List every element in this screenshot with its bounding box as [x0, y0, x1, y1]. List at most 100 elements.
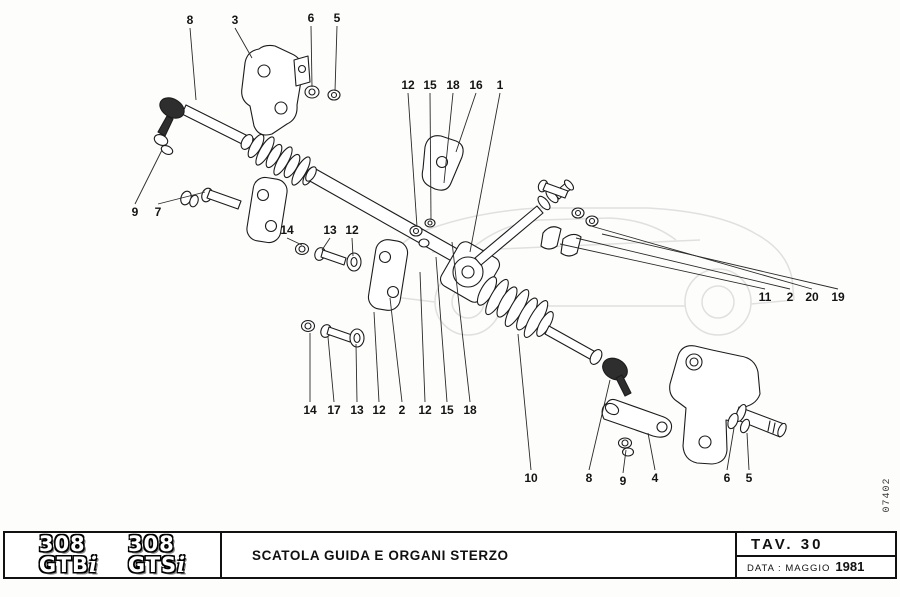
callout-13: 13 — [323, 223, 337, 237]
callout-16: 16 — [469, 78, 483, 92]
callout-leader-14 — [286, 237, 303, 246]
callout-17: 17 — [327, 403, 341, 417]
callout-leader-11 — [559, 243, 766, 290]
mount-bracket-center — [367, 239, 409, 311]
callout-18: 18 — [463, 403, 477, 417]
callout-leader-9 — [134, 149, 163, 205]
callout-leader-18 — [443, 92, 454, 184]
callout-leader-9 — [622, 449, 627, 474]
drawing-title-cell: SCATOLA GUIDA E ORGANI STERZO — [220, 531, 737, 579]
callout-8: 8 — [586, 471, 593, 485]
badge-gts-model: GTS — [127, 552, 178, 577]
model-badge-gtb: 308 GTBi — [38, 532, 99, 577]
rack-clamp-bracket — [421, 135, 464, 191]
plate-info-cell: TAV. 30 DATA : MAGGIO 1981 — [735, 531, 897, 579]
left-tie-rod-end — [153, 97, 255, 155]
callout-leader-5 — [334, 25, 338, 92]
callout-leader-13 — [355, 343, 358, 403]
callout-leader-12 — [419, 271, 426, 403]
fasteners-left — [180, 187, 242, 210]
callout-leader-18 — [451, 241, 471, 403]
callout-2: 2 — [399, 403, 406, 417]
badge-gts-bottom: GTSi — [127, 551, 187, 577]
callout-4: 4 — [652, 471, 659, 485]
callout-1: 1 — [497, 78, 504, 92]
callout-12: 12 — [345, 223, 359, 237]
badge-gtb-top: 308 — [38, 532, 86, 557]
callout-leader-2 — [389, 297, 403, 403]
right-knuckle-casting — [669, 345, 787, 465]
title-block: 308 GTBi 308 GTSi SCATOLA GUIDA E ORGANI… — [3, 531, 897, 579]
plate-date-row: DATA : MAGGIO 1981 — [737, 555, 895, 577]
callout-leader-1 — [469, 92, 501, 253]
badge-gts-suffix: i — [177, 551, 187, 577]
fasteners-top — [304, 85, 341, 101]
right-rack-boot — [476, 276, 554, 338]
callout-14: 14 — [280, 223, 294, 237]
callout-leader-6 — [310, 25, 313, 88]
callout-6: 6 — [308, 11, 315, 25]
callout-leader-10 — [517, 333, 532, 471]
badge-gts-top: 308 — [127, 532, 175, 557]
callout-leader-6 — [726, 427, 735, 471]
callout-18: 18 — [446, 78, 460, 92]
callout-12: 12 — [401, 78, 415, 92]
fasteners-center — [409, 218, 436, 248]
callout-15: 15 — [440, 403, 454, 417]
callout-20: 20 — [805, 290, 819, 304]
callout-leader-3 — [234, 27, 253, 59]
model-badges: 308 GTBi 308 GTSi — [3, 531, 222, 579]
callout-15: 15 — [423, 78, 437, 92]
callout-11: 11 — [759, 290, 772, 304]
callout-leader-5 — [746, 432, 750, 471]
callout-leader-15 — [429, 92, 432, 221]
callout-19: 19 — [831, 290, 845, 304]
callout-leader-12 — [407, 92, 418, 228]
plate-date-label: DATA : MAGGIO — [747, 563, 831, 574]
callout-8: 8 — [187, 13, 194, 27]
technical-diagram: 8365121518161971413121122019141713122121… — [132, 11, 893, 513]
callout-7: 7 — [155, 205, 162, 219]
badge-gtb-bottom: GTBi — [38, 551, 99, 577]
callout-13: 13 — [350, 403, 364, 417]
callout-12: 12 — [418, 403, 432, 417]
callout-leader-8 — [588, 379, 611, 471]
badge-gtb-suffix: i — [89, 551, 99, 577]
mount-bracket-left — [246, 176, 288, 244]
fasteners-mid-row1 — [294, 242, 362, 272]
callout-9: 9 — [132, 205, 139, 219]
callout-leader-17 — [327, 336, 335, 403]
steering-assembly-drawing — [153, 44, 787, 465]
plate-date-year: 1981 — [835, 559, 865, 574]
left-knuckle-casting — [241, 44, 311, 136]
callout-10: 10 — [524, 471, 538, 485]
callout-6: 6 — [724, 471, 731, 485]
callout-leader-7 — [157, 191, 206, 205]
callout-leader-12 — [373, 311, 380, 403]
callout-leader-2 — [575, 237, 791, 290]
plate-number: TAV. 30 — [751, 535, 824, 553]
callout-9: 9 — [620, 474, 627, 488]
callout-5: 5 — [334, 11, 341, 25]
badge-gtb-model: GTB — [38, 552, 90, 577]
callout-leader-16 — [455, 92, 477, 153]
left-rack-boot — [247, 133, 316, 186]
callout-leader-4 — [647, 432, 656, 471]
callout-leader-12 — [351, 237, 354, 257]
model-badge-gts: 308 GTSi — [127, 532, 187, 577]
callout-2: 2 — [787, 290, 794, 304]
callout-5: 5 — [746, 471, 753, 485]
right-tie-rod-end — [544, 325, 632, 397]
watermark-code: 07402 — [882, 477, 893, 512]
fasteners-mid-row2 — [300, 319, 365, 348]
callout-12: 12 — [372, 403, 386, 417]
steering-arm — [601, 398, 673, 457]
callout-leader-8 — [189, 27, 197, 101]
fasteners-column-joint — [537, 179, 599, 257]
callout-14: 14 — [303, 403, 317, 417]
drawing-title: SCATOLA GUIDA E ORGANI STERZO — [252, 547, 509, 563]
callout-leader-13 — [321, 237, 331, 251]
callout-3: 3 — [232, 13, 239, 27]
